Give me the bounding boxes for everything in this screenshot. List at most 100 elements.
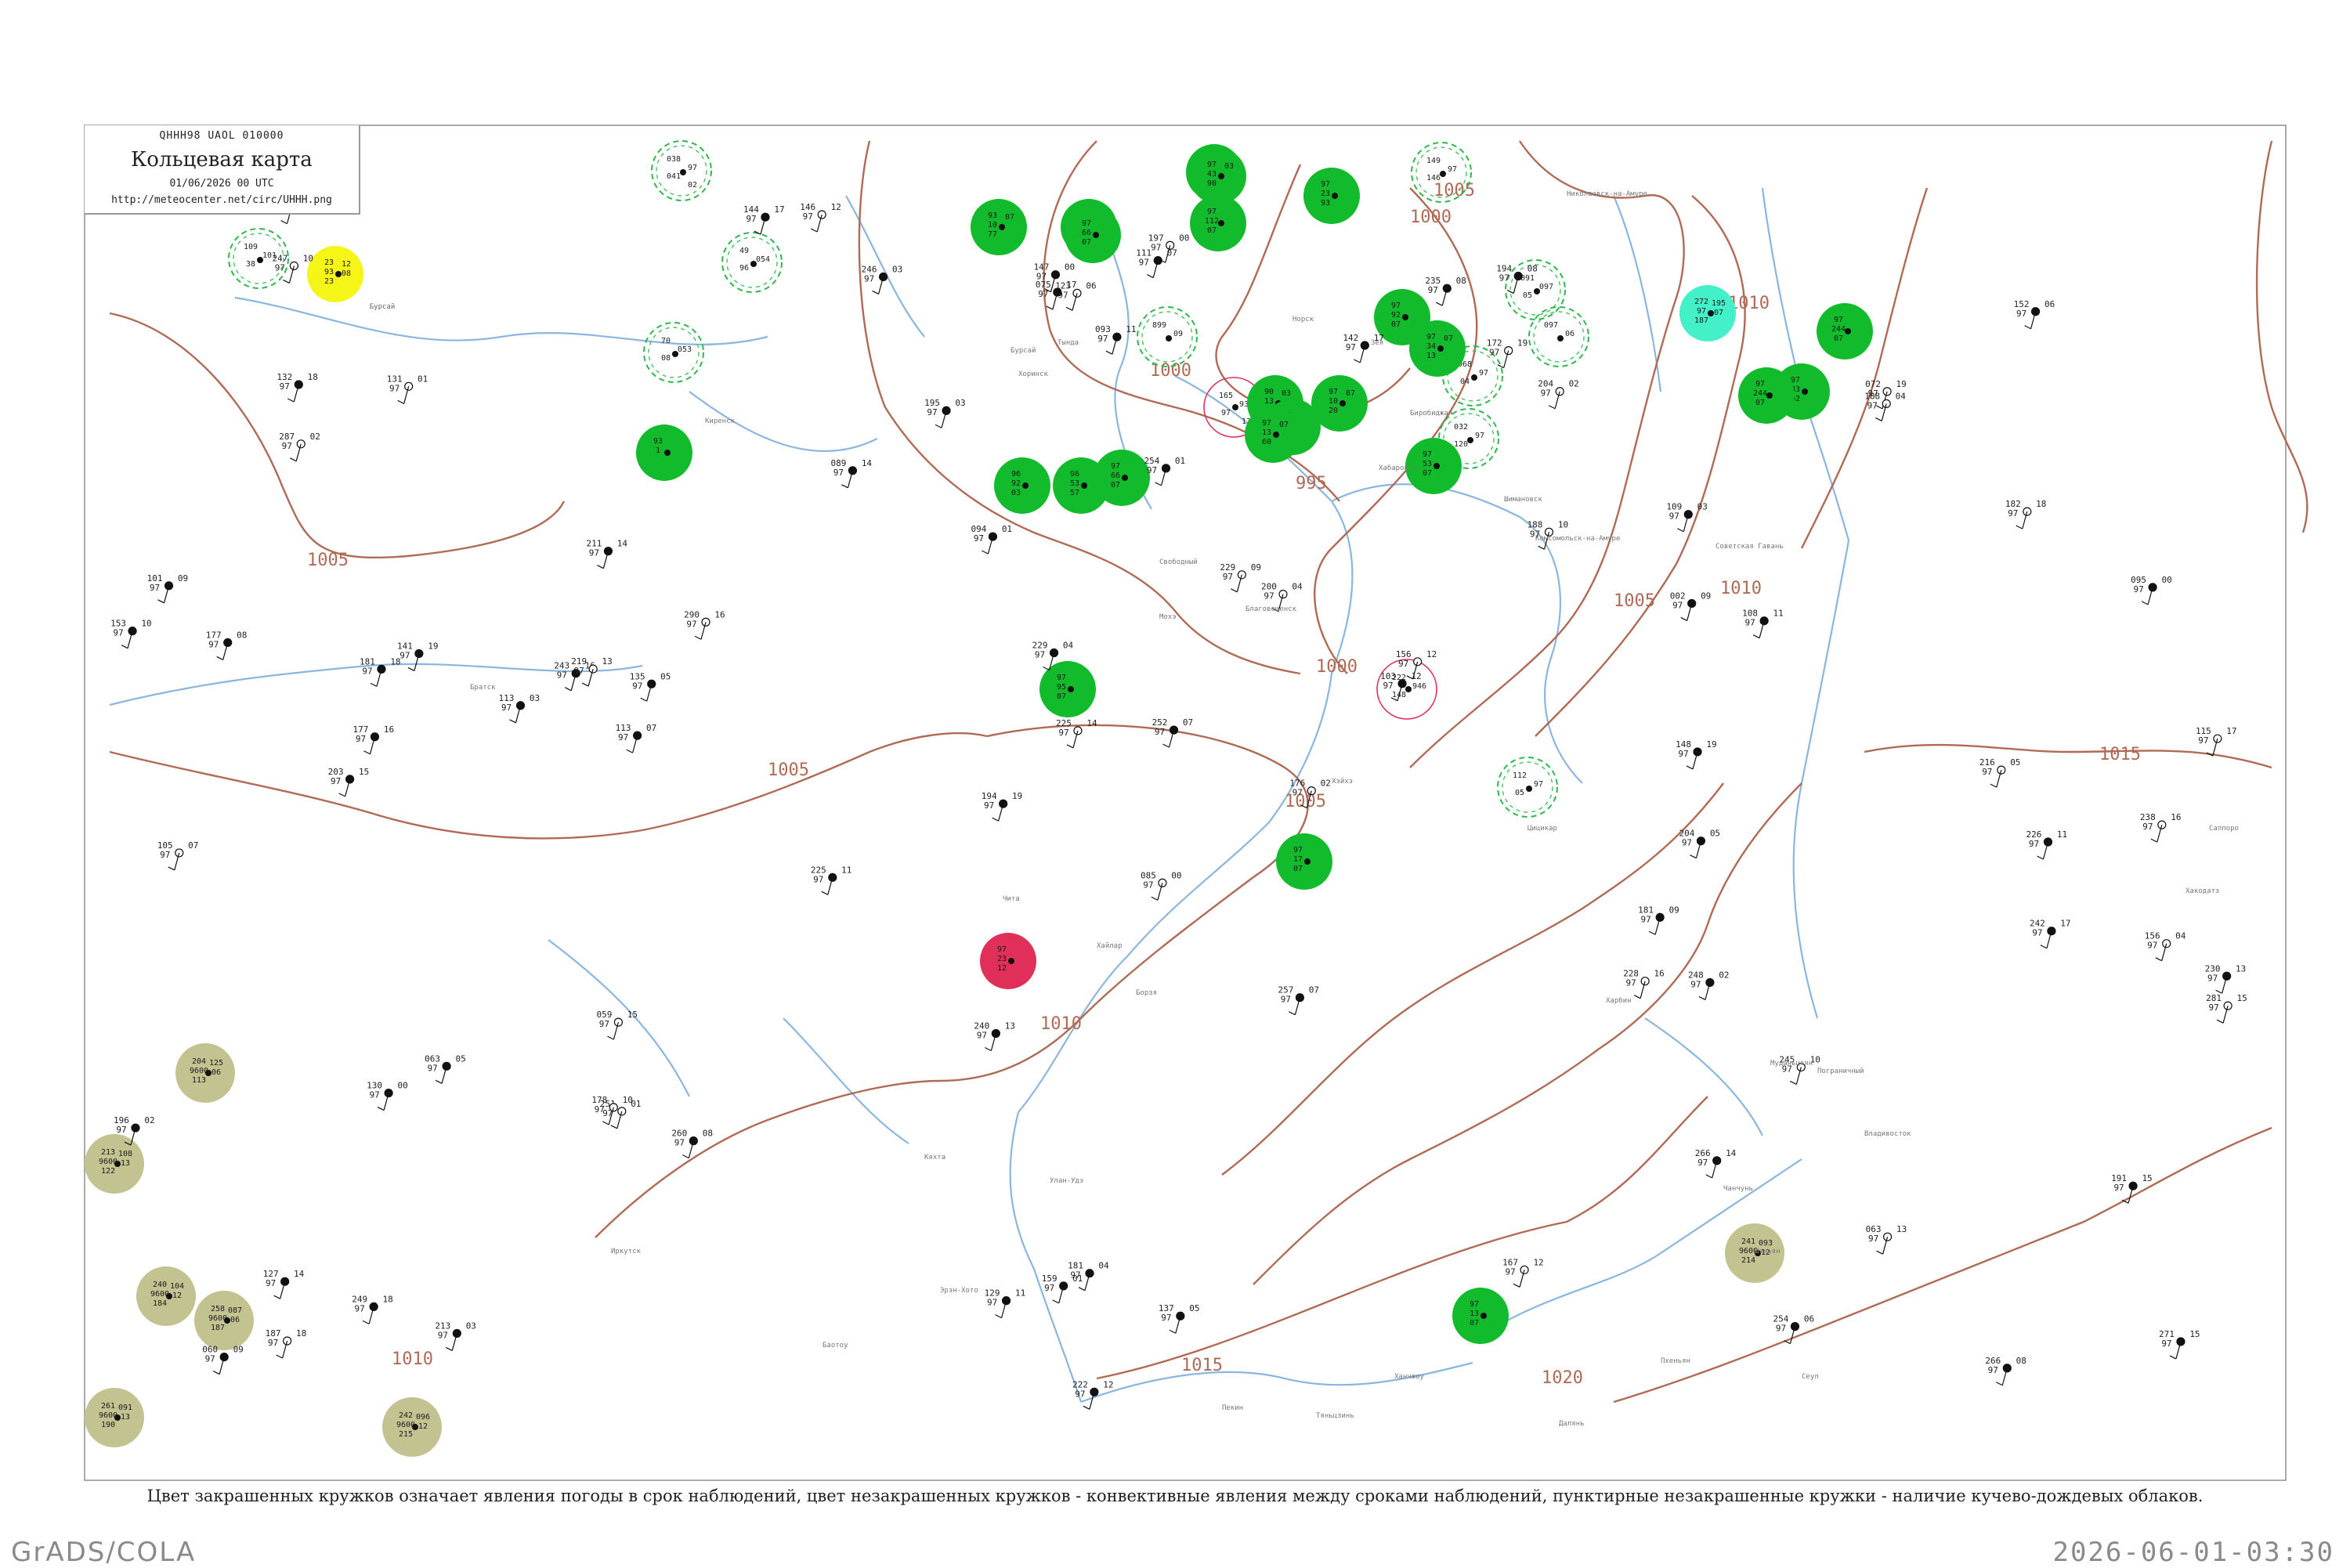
map-url[interactable]: http://meteocenter.net/circ/UHHH.png	[111, 194, 332, 206]
weather-circle-rain[interactable]: 931	[636, 425, 692, 481]
